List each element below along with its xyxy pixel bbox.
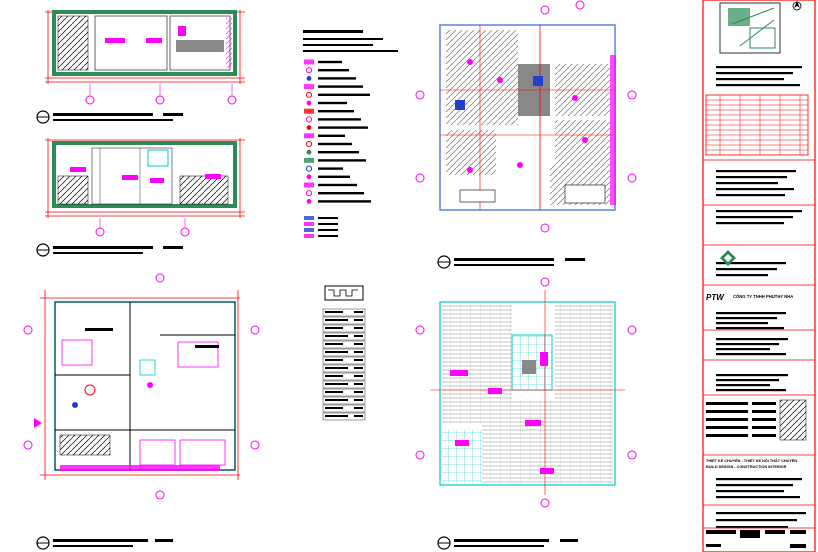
legend-row	[304, 182, 357, 188]
schedule-row	[322, 356, 366, 365]
title-block: PTW CÔNG TY TNHH PHUTHY NHA THIẾT KẾ CHU…	[702, 0, 816, 552]
door-schedule-table	[322, 285, 366, 421]
legend-row	[304, 216, 338, 220]
drawing-title-bubble	[36, 243, 50, 257]
project-line-2: BUILD DESIGN - CONSTRUCTION INTERIOR	[706, 465, 787, 469]
schedule-row	[322, 388, 366, 397]
schedule-row	[322, 404, 366, 413]
schedule-row	[322, 412, 366, 421]
schedule-row	[322, 348, 366, 357]
legend-row	[304, 108, 354, 114]
legend-row	[304, 84, 363, 90]
legend-row	[306, 174, 350, 180]
legend-row	[304, 157, 366, 163]
legend-row	[304, 228, 338, 232]
schedule-row	[322, 372, 366, 381]
drawing-title-bubble	[437, 255, 451, 269]
schedule-row	[322, 364, 366, 373]
plan-flooring	[415, 277, 637, 550]
legend-row	[306, 199, 371, 204]
legend-row	[304, 234, 338, 238]
legend-row	[305, 165, 343, 172]
schedule-row	[322, 396, 366, 405]
legend-row	[305, 67, 349, 74]
legend-row	[306, 100, 347, 106]
north-arrow-icon	[792, 1, 802, 11]
legend-row	[306, 149, 359, 155]
schedule-row	[322, 380, 366, 389]
elevation-1	[36, 10, 245, 124]
company-logo: PTW	[706, 293, 725, 302]
company-logo-icon	[720, 250, 736, 266]
legend-row	[306, 76, 356, 81]
drawing-title-bubble	[36, 110, 50, 124]
key-plan-icon	[719, 2, 781, 54]
legend-symbols	[303, 30, 398, 238]
drawing-title-bubble	[437, 536, 451, 550]
plan-furniture	[23, 273, 260, 550]
legend-row	[304, 222, 338, 226]
schedule-row	[322, 308, 366, 317]
schedule-row	[322, 316, 366, 325]
elevation-2	[36, 138, 245, 257]
legend-row	[304, 133, 345, 139]
legend-row	[305, 190, 364, 197]
schedule-row	[322, 324, 366, 333]
project-line-1: THIẾT KẾ CHUYÊN - THIẾT KẾ NỘI THẤT CHUY…	[706, 458, 797, 463]
plan-reflected-ceiling	[415, 0, 637, 269]
company-name: CÔNG TY TNHH PHUTHY NHA	[733, 294, 793, 299]
legend-row	[306, 125, 368, 130]
schedule-row	[322, 332, 366, 341]
legend-row	[305, 140, 352, 148]
legend-row	[305, 91, 370, 98]
legend-row	[305, 116, 361, 123]
drawing-title-bubble	[36, 536, 50, 550]
legend-row	[304, 59, 342, 65]
schedule-row	[322, 340, 366, 349]
